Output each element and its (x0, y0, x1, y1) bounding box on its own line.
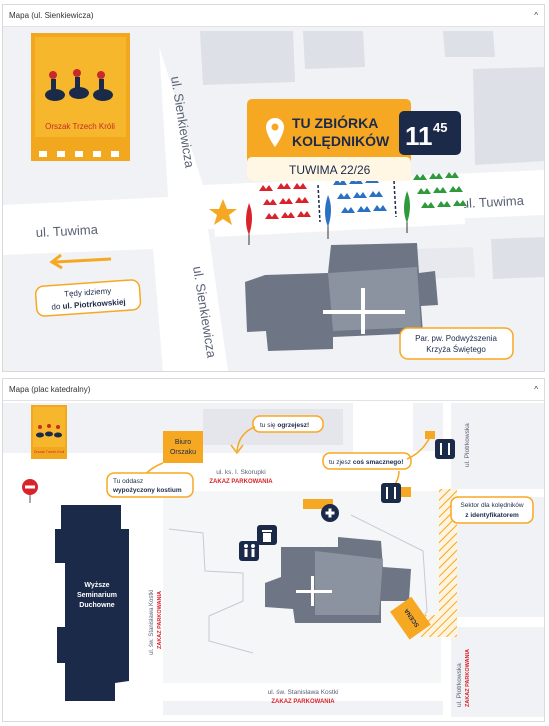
star-icon (209, 199, 237, 225)
meeting-sign: TU ZBIÓRKA KOLĘDNIKÓW TUWIMA 22/26 11 45 (247, 99, 461, 181)
street-label-piotrkowska-bottom: ul. Piotrkowska (456, 663, 463, 707)
food-icon-2 (381, 483, 401, 503)
panel-title: Mapa (ul. Sienkiewicza) (9, 11, 94, 20)
no-entry-icon (22, 479, 38, 495)
smacznego-bold: coś smacznego! (353, 459, 404, 466)
time-minutes: 45 (433, 120, 447, 135)
no-parking-kostki-horizontal: ZAKAZ PARKOWANIA (271, 699, 335, 705)
direction-prefix: do (51, 302, 63, 312)
church-label-line1: Par. pw. Podwyższenia (415, 334, 497, 343)
logo-text: Orszak Trzech Króli (34, 450, 65, 454)
scena: SCENA (390, 596, 431, 640)
street-label-kostki-vertical: ul. św. Stanisława Kostki (149, 590, 155, 655)
smacznego-prefix: tu zjesz (329, 459, 353, 466)
sektor-callout: Sektor dla kolędników z identyfikatorem (450, 496, 534, 524)
map-panel-sienkiewicza: Mapa (ul. Sienkiewicza) ^ (2, 4, 545, 372)
flag-blue (325, 195, 331, 239)
panel-header[interactable]: Mapa (ul. Sienkiewicza) ^ (3, 5, 544, 27)
ogrzejesz-callout: tu się ogrzejesz! (252, 415, 324, 433)
hatched-sector (439, 489, 457, 637)
time-badge (399, 111, 461, 155)
church-building (245, 243, 438, 351)
street-label-tuwima: ul. Tuwima (461, 193, 525, 211)
street-label-skorupki: ul. ks. I. Skorupki (216, 469, 266, 476)
logo-text: Orszak Trzech Króli (45, 122, 115, 131)
orszak-logo: Orszak Trzech Króli (31, 405, 67, 459)
sektor-line2: z identyfikatorem (465, 512, 519, 519)
church-label: Par. pw. Podwyższenia Krzyża Świętego (399, 327, 514, 360)
meeting-address: TUWIMA 22/26 (289, 163, 371, 177)
food-icon (435, 439, 455, 459)
biuro-line1: Biuro (175, 439, 191, 446)
biuro-line2: Orszaku (170, 449, 196, 456)
church-label-line2: Krzyża Świętego (426, 345, 486, 354)
location-pin-icon (266, 118, 284, 147)
svg-text:tu zjesz coś smacznego!: tu zjesz coś smacznego! (329, 459, 403, 466)
seminarium-line2: Seminarium (77, 592, 117, 599)
sektor-line1: Sektor dla kolędników (460, 502, 524, 509)
toilet-icon (239, 541, 259, 561)
flag-green (404, 191, 410, 233)
panel-header[interactable]: Mapa (plac katedralny) ^ (3, 379, 544, 401)
map-panel-plac-katedralny: Mapa (plac katedralny) ^ (2, 378, 545, 722)
direction-bold: ul. Piotrkowskiej (62, 297, 126, 310)
map-image-plac-katedralny: Wyższe Seminarium Duchowne Orszak Trzech… (3, 401, 544, 721)
crowns-red (259, 183, 311, 219)
map-image-sienkiewicza: Orszak Trzech Króli ul. Sienkiewicza ul.… (3, 27, 544, 371)
direction-callout: Tędy idziemy do ul. Piotrkowskiej (34, 253, 142, 317)
meeting-line2: KOLĘDNIKÓW (292, 132, 390, 149)
seminarium-line3: Duchowne (79, 602, 114, 609)
collapse-icon[interactable]: ^ (534, 385, 538, 394)
street-label-tuwima-left: ul. Tuwima (35, 222, 99, 240)
kostium-callout: Tu oddasz wypożyczony kostium (106, 472, 194, 498)
orszak-logo: Orszak Trzech Króli (31, 33, 130, 161)
biuro-orszaku: Biuro Orszaku (163, 431, 203, 463)
collapse-icon[interactable]: ^ (534, 11, 538, 20)
seminarium-building: Wyższe Seminarium Duchowne (55, 505, 129, 701)
svg-text:tu się ogrzejesz!: tu się ogrzejesz! (260, 422, 309, 429)
no-parking-kostki-vertical: ZAKAZ PARKOWANIA (157, 591, 163, 649)
svg-text:do ul. Piotrkowskiej: do ul. Piotrkowskiej (51, 297, 126, 311)
ogrzejesz-prefix: tu się (260, 422, 277, 429)
no-parking-skorupki: ZAKAZ PARKOWANIA (209, 479, 273, 485)
kostium-line2: wypożyczony kostium (112, 487, 182, 494)
seminarium-line1: Wyższe (84, 582, 109, 589)
street-label-piotrkowska-top: ul. Piotrkowska (464, 423, 471, 467)
no-parking-piotrkowska: ZAKAZ PARKOWANIA (465, 649, 471, 707)
crowns-green (413, 172, 467, 208)
meeting-line1: TU ZBIÓRKA (292, 114, 378, 131)
panel-title: Mapa (plac katedralny) (9, 385, 91, 394)
trash-icon (257, 525, 277, 545)
arrow-left-icon (49, 253, 63, 270)
time-hour: 11 (405, 121, 433, 151)
ogrzejesz-bold: ogrzejesz! (277, 422, 309, 429)
flag-red (246, 203, 252, 245)
cathedral-building (265, 537, 411, 623)
street-label-kostki-horizontal: ul. św. Stanisława Kostki (268, 689, 339, 696)
first-aid-icon (321, 504, 339, 522)
kostium-line1: Tu oddasz (113, 478, 143, 485)
direction-line1: Tędy idziemy (64, 286, 112, 298)
smacznego-callout: tu zjesz coś smacznego! (322, 452, 412, 470)
